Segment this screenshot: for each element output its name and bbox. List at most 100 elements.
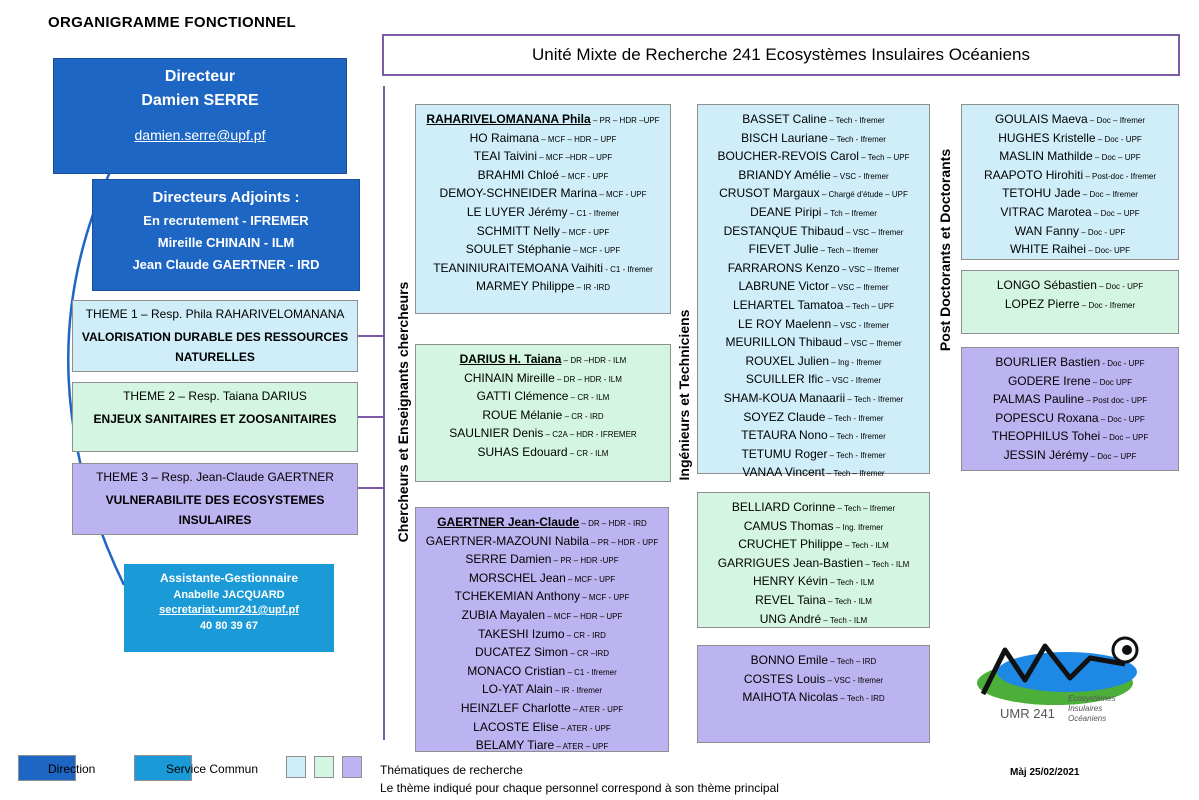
person-role: – ATER – UPF [554,742,609,752]
theme-title: ENJEUX SANITAIRES ET ZOOSANITAIRES [93,412,337,426]
person-row: SAULNIER Denis – C2A – HDR - IFREMER [416,425,670,444]
person-row: MORSCHEL Jean – MCF - UPF [416,570,668,589]
person-role: – Doc - Ifremer [1079,300,1136,310]
director-box: Directeur Damien SERRE damien.serre@upf.… [53,58,347,174]
person-role: – Doc – UPF [1092,153,1141,163]
person-role: – Ing - Ifremer [829,357,882,367]
person-row: POPESCU Roxana – Doc - UPF [962,410,1178,429]
person-role: – MCF – HDR – UPF [545,611,623,621]
person-row: RAAPOTO Hirohiti – Post-doc - Ifremer [962,167,1178,186]
person-role: – Doc- UPF [1086,246,1131,256]
person-role: – VSC - Ifremer [831,320,889,330]
person-name: ROUXEL Julien [745,353,830,368]
person-role: – Post-doc - Ifremer [1083,171,1157,181]
person-name: WHITE Raihei [1009,242,1086,257]
person-row: DESTANQUE Thibaud – VSC – Ifremer [698,223,929,242]
person-role: – IR - Ifremer [552,686,603,696]
person-name: RAAPOTO Hirohiti [983,167,1084,182]
person-name: HUGHES Kristelle [998,130,1096,145]
person-name: POPESCU Roxana [995,410,1099,425]
logo-subtitle-line: Insulaires [1068,704,1103,713]
assistant-title: Assistante-Gestionnaire [159,571,299,585]
person-role: – Tech – UPF [858,153,910,163]
person-name: TAKESHI Izumo [478,626,565,641]
researchers-column-label: Chercheurs et Enseignants chercheurs [395,281,411,543]
person-name: BOURLIER Bastien [995,355,1101,369]
theme-header: THEME 2 – Resp. Taiana DARIUS [123,389,307,403]
person-name: SERRE Damien [465,552,552,567]
legend-label-direction: Direction [48,762,96,776]
person-row: SCUILLER Ific – VSC - Ifremer [698,371,929,390]
person-name: LE ROY Maelenn [738,316,832,331]
person-name: JESSIN Jérémy [1003,447,1089,462]
person-role: – Tech – Ifremer [835,504,896,513]
theme-title: VULNERABILITE DES ECOSYSTEMES INSULAIRES [105,493,325,527]
person-name: TETUMU Roger [741,446,828,461]
person-name: UNG André [759,611,822,626]
person-role: – MCF - UPF [565,574,616,584]
person-role: – MCF –HDR – UPF [537,153,613,163]
person-role: – Doc - UPF [1096,282,1144,291]
person-role: – VSC – Ifremer [839,264,900,274]
person-name: SCUILLER Ific [745,372,824,387]
person-row: BISCH Lauriane – Tech - Ifremer [698,130,929,149]
person-row: ZUBIA Mayalen – MCF – HDR – UPF [416,607,668,626]
person-name: LONGO Sébastien [996,278,1097,292]
person-role: – Tech - Ifremer [825,413,884,423]
person-role: – Tch – Ifremer [821,208,877,218]
person-row: CRUSOT Margaux – Chargé d'étude – UPF [698,185,929,204]
person-role: – CR - ILM [567,448,609,458]
person-row: DUCATEZ Simon – CR –IRD [416,644,668,663]
director-email-link[interactable]: damien.serre@upf.pf [134,127,266,143]
person-role: – Tech – IRD [828,657,877,666]
person-role: – DR – HDR - ILM [554,374,622,384]
person-role: – Tech – UPF [843,301,895,311]
person-role: – VSC – Ifremer [828,283,889,293]
person-name: SOYEZ Claude [743,409,826,424]
person-row: BRIANDY Amélie – VSC - Ifremer [698,167,929,186]
deputy-line: En recrutement - IFREMER [143,213,309,228]
person-name: DARIUS H. Taiana [459,352,562,366]
person-role: – MCF - UPF [559,227,610,237]
person-row: HUGHES Kristelle – Doc - UPF [962,130,1178,149]
person-name: LACOSTE Elise [473,719,559,734]
person-row: MONACO Cristian – C1 - Ifremer [416,663,668,682]
person-row: CRUCHET Philippe – Tech - ILM [698,536,929,555]
person-row: MAIHOTA Nicolas – Tech - IRD [698,689,929,708]
person-name: LOPEZ Pierre [1004,296,1080,311]
person-row: GODERE Irene – Doc UPF [962,373,1178,392]
logo-text: UMR 241 [1000,706,1055,721]
person-role: – Doc – Ifremer [1080,190,1138,200]
person-row: TETAURA Nono – Tech - Ifremer [698,427,929,446]
person-name: GOULAIS Maeva [994,112,1088,126]
person-row: BRAHMI Chloé – MCF - UPF [416,167,670,186]
person-name: BISCH Lauriane [741,130,828,145]
assistant-email-link[interactable]: secretariat-umr241@upf.pf [159,604,299,616]
person-role: – Doc – UPF [1100,433,1149,443]
deputy-line: Jean Claude GAERTNER - IRD [132,257,320,272]
person-role: – Tech - Ifremer [845,394,904,404]
person-row: BONNO Emile – Tech – IRD [698,652,929,671]
logo-subtitle-line: Océaniens [1068,714,1107,723]
person-name: VITRAC Marotea [1000,204,1092,219]
person-name: FARRARONS Kenzo [727,260,840,275]
deputy-line: Mireille CHINAIN - ILM [157,235,295,250]
person-row: FARRARONS Kenzo – VSC – Ifremer [698,260,929,279]
person-role: – PR – HDR –UPF [590,116,660,125]
person-row: GAERTNER-MAZOUNI Nabila – PR – HDR - UPF [416,533,668,552]
assistant-name: Anabelle JACQUARD [173,589,285,601]
person-name: GAERTNER-MAZOUNI Nabila [425,533,589,548]
person-role: – CR - IRD [562,411,604,421]
person-role: – PR – HDR -UPF [551,556,619,566]
person-name: SAULNIER Denis [449,426,544,441]
person-name: HENRY Kévin [752,574,828,589]
person-name: THEOPHILUS Tohei [991,429,1101,444]
person-name: GODERE Irene [1007,373,1091,388]
person-row: LABRUNE Victor – VSC – Ifremer [698,278,929,297]
person-row: THEOPHILUS Tohei – Doc – UPF [962,428,1178,447]
person-name: MAIHOTA Nicolas [742,690,839,705]
